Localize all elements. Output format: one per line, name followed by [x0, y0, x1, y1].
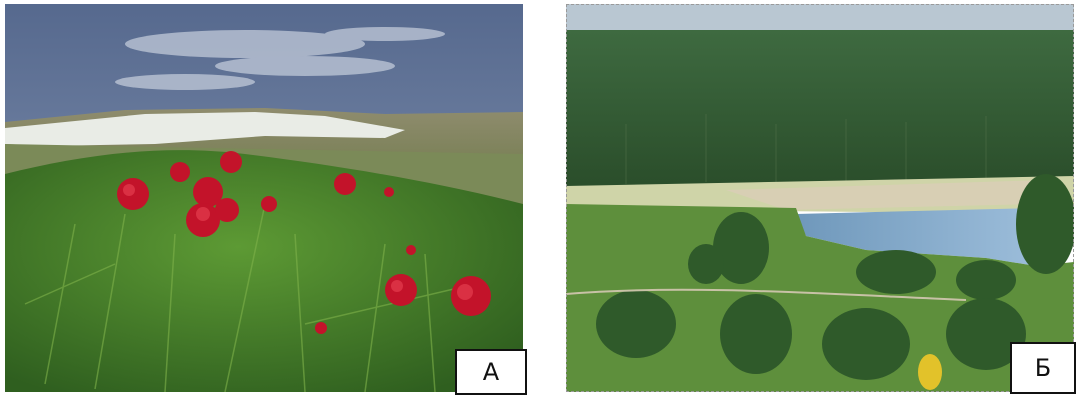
photo-a-peonies: [5, 4, 523, 392]
clouds: [115, 27, 445, 90]
peony-bush: [5, 150, 523, 392]
peony-landscape-image: [5, 4, 523, 392]
chalk-hill: [5, 112, 405, 146]
foliage-strokes: [24, 203, 476, 392]
yellow-tree: [918, 354, 942, 390]
forest-valley-image: [566, 4, 1074, 392]
photo-b-forest-valley: [566, 4, 1074, 392]
river: [796, 208, 1036, 266]
figure-label-a: А: [455, 349, 527, 395]
figure-label-b: Б: [1010, 342, 1076, 394]
haze-sky: [566, 4, 1074, 34]
tree-trunks: [625, 114, 987, 186]
sand-beach: [726, 180, 1046, 210]
dirt-road: [566, 288, 967, 301]
valley-trees: [596, 174, 1074, 380]
pine-forest: [566, 30, 1074, 190]
peony-highlights: [123, 184, 473, 300]
